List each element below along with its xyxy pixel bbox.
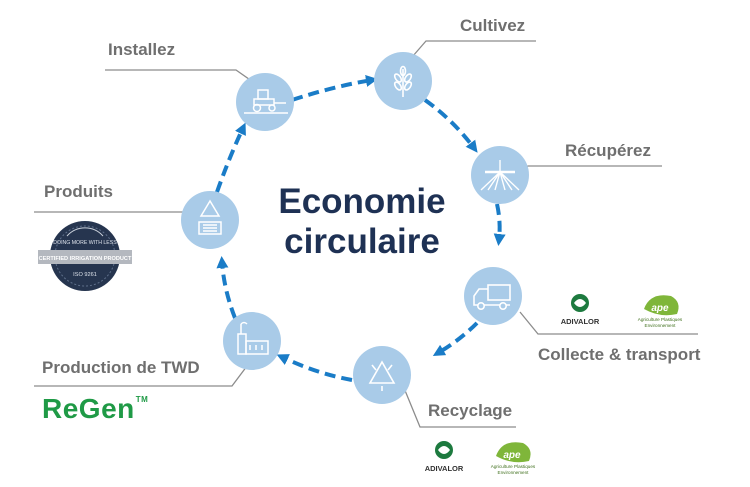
node-produits <box>181 191 239 249</box>
leader-recuperez <box>514 165 662 175</box>
ape-logo-recyclage: ape Agriculture Plastiques Environnement <box>491 442 536 475</box>
node-production <box>223 312 281 370</box>
leader-installez <box>105 69 257 85</box>
tractor-icon <box>244 89 288 114</box>
title-line-2: circulaire <box>284 222 440 261</box>
svg-text:Environnement: Environnement <box>498 470 530 475</box>
irrigation-drip-icon <box>480 160 520 191</box>
factory-icon <box>237 321 269 355</box>
svg-text:ape: ape <box>651 303 669 314</box>
node-recuperez <box>471 146 529 204</box>
leader-collecte <box>519 311 698 335</box>
regen-logo-text: ReGen <box>42 393 135 424</box>
arrow-cultivez-to-recuperez <box>423 98 478 153</box>
cycle-arrows <box>215 75 506 382</box>
svg-text:ADIVALOR: ADIVALOR <box>425 464 464 473</box>
label-cultivez: Cultivez <box>460 16 526 35</box>
node-cultivez <box>374 52 432 110</box>
label-recyclage: Recyclage <box>428 401 513 420</box>
leader-production <box>34 361 251 387</box>
leader-cultivez <box>405 40 536 65</box>
badge-band-text: CERTIFIED IRRIGATION PRODUCT <box>39 256 132 262</box>
adivalor-logo-recyclage: ADIVALOR <box>425 441 464 473</box>
arrow-installez-to-cultivez <box>291 75 378 102</box>
svg-text:ADIVALOR: ADIVALOR <box>561 317 600 326</box>
title-line-1: Economie <box>278 182 446 221</box>
svg-text:Agriculture Plastiques: Agriculture Plastiques <box>491 464 536 469</box>
certified-irrigation-badge: DOING MORE WITH LESS CERTIFIED IRRIGATIO… <box>38 221 132 291</box>
svg-text:Agriculture Plastiques: Agriculture Plastiques <box>638 317 683 322</box>
badge-top-text: DOING MORE WITH LESS <box>53 240 117 246</box>
arrow-produits-to-installez <box>215 122 246 193</box>
svg-text:Environnement: Environnement <box>645 323 677 328</box>
node-recyclage <box>353 346 411 404</box>
arrow-recyclage-to-production <box>276 354 353 382</box>
svg-text:ape: ape <box>503 450 521 461</box>
diagram-title: Economie circulaire <box>262 182 462 262</box>
leader-recyclage <box>403 387 516 428</box>
truck-icon <box>473 284 511 310</box>
regen-logo: ReGenTM <box>42 393 148 425</box>
recycle-icon <box>368 360 396 391</box>
recycled-product-icon <box>198 199 222 235</box>
node-collecte <box>464 267 522 325</box>
badge-iso-text: ISO 9261 <box>73 272 97 278</box>
arrow-collecte-to-recyclage <box>432 321 479 357</box>
label-installez: Installez <box>108 40 176 59</box>
arrow-production-to-produits <box>216 256 237 319</box>
node-installez <box>236 73 294 131</box>
label-recuperez: Récupérez <box>565 141 651 160</box>
label-produits: Produits <box>44 182 113 201</box>
ape-logo-collecte: ape Agriculture Plastiques Environnement <box>638 295 683 328</box>
arrow-recuperez-to-collecte <box>493 203 506 246</box>
adivalor-logo-collecte: ADIVALOR <box>561 294 600 326</box>
label-collecte-transport: Collecte & transport <box>538 345 701 364</box>
label-production-twd: Production de TWD <box>42 358 200 377</box>
wheat-icon <box>393 65 413 97</box>
regen-trademark: TM <box>135 395 149 404</box>
leader-lines <box>34 40 698 428</box>
